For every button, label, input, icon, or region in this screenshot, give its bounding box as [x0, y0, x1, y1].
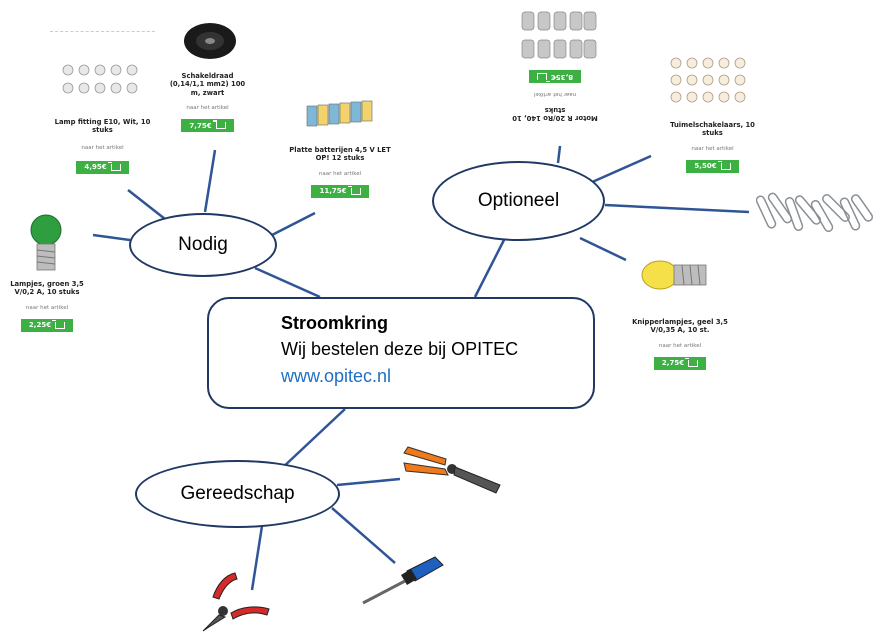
- product-name: Platte batterijen 4,5 V LET OP! 12 stuks: [289, 146, 391, 163]
- lamp-fitting-image: [62, 64, 138, 94]
- product-link[interactable]: naar het artikel: [25, 304, 69, 311]
- price-button[interactable]: 2,75€: [653, 356, 707, 370]
- price-button[interactable]: 5,50€: [686, 159, 739, 173]
- cart-icon: [52, 319, 66, 329]
- product-knipperlampjes: Knipperlampjes, geel 3,5 V/0,35 A, 10 st…: [625, 318, 735, 370]
- gereedschap-label: Gereedschap: [180, 483, 295, 504]
- yellow-bulb-image: [641, 260, 707, 290]
- price-button[interactable]: 7,75€: [181, 119, 234, 133]
- price-button[interactable]: 2,25€: [20, 318, 74, 332]
- cart-icon: [107, 161, 121, 171]
- line-gereedschap-kniptang: [250, 525, 264, 591]
- price-button[interactable]: 8,35€: [528, 70, 582, 83]
- optioneel-node: Optioneel: [432, 161, 605, 241]
- divider: [50, 31, 155, 32]
- price-value: 8,35€: [550, 72, 574, 81]
- motors-image: [521, 11, 597, 59]
- cart-icon: [347, 185, 361, 195]
- toggle-switches-image: [670, 57, 746, 103]
- line-gereedschap-schroevendraaier: [331, 507, 396, 564]
- center-subtitle: Wij bestelen deze bij OPITEC: [281, 339, 519, 359]
- cart-icon: [717, 160, 731, 170]
- line-center-optioneel: [473, 237, 507, 298]
- line-optioneel-motor: [556, 145, 562, 164]
- product-batterijen: Platte batterijen 4,5 V LET OP! 12 stuks…: [285, 146, 395, 198]
- nodig-node: Nodig: [129, 213, 277, 277]
- product-name: Lamp fitting E10, Wit, 10 stuks: [54, 118, 151, 135]
- line-nodig-fitting: [127, 189, 166, 220]
- price-value: 2,25€: [28, 321, 52, 330]
- product-link[interactable]: naar het artikel: [318, 170, 362, 177]
- product-name: Tuimelschakelaars, 10 stuks: [670, 121, 755, 138]
- line-nodig-batterijen: [271, 211, 316, 237]
- gereedschap-node: Gereedschap: [135, 460, 340, 528]
- product-name: Lampjes, groen 3,5 V/0,2 A, 10 stuks: [10, 280, 84, 297]
- center-node: Stroomkring Wij bestelen deze bij OPITEC…: [207, 297, 595, 409]
- wire-stripper-image: [403, 446, 501, 494]
- price-value: 7,75€: [189, 121, 212, 130]
- paperclips-image: [756, 192, 874, 233]
- product-link[interactable]: naar het artikel: [658, 342, 702, 349]
- price-value: 11,75€: [319, 187, 347, 196]
- product-name: Motor R 20/Ro 140, 10 stuks: [512, 105, 598, 122]
- product-link[interactable]: naar het artikel: [186, 105, 229, 112]
- center-url-link[interactable]: www.opitec.nl: [281, 366, 392, 386]
- product-link[interactable]: naar het artikel: [81, 144, 124, 151]
- cart-icon: [212, 120, 226, 130]
- line-optioneel-knipper: [579, 236, 627, 262]
- center-title: Stroomkring: [281, 313, 389, 333]
- line-nodig-lampjes: [92, 233, 131, 242]
- nodig-label: Nodig: [178, 234, 228, 255]
- wire-spool-image: [184, 23, 236, 59]
- product-link[interactable]: naar het artikel: [691, 145, 734, 152]
- line-center-nodig: [254, 266, 321, 299]
- price-value: 5,50€: [694, 162, 717, 171]
- product-tuimelschakelaars: Tuimelschakelaars, 10 stuks naar het art…: [665, 121, 760, 173]
- green-bulb-image: [30, 214, 62, 271]
- cart-icon: [685, 357, 699, 367]
- product-link[interactable]: naar het artikel: [533, 91, 577, 97]
- price-button[interactable]: 4,95€: [76, 160, 129, 174]
- line-center-gereedschap: [279, 408, 346, 471]
- screwdriver-image: [362, 556, 444, 605]
- line-gereedschap-striptang: [336, 477, 401, 487]
- product-schakeldraad: Schakeldraad (0,14/1,1 mm2) 100 m, zwart…: [165, 72, 250, 133]
- batteries-image: [306, 100, 373, 127]
- price-value: 2,75€: [661, 359, 685, 368]
- cart-icon: [536, 73, 547, 80]
- product-lamp-fitting: Lamp fitting E10, Wit, 10 stuks naar het…: [50, 118, 155, 174]
- optioneel-label: Optioneel: [477, 190, 560, 211]
- product-name: Knipperlampjes, geel 3,5 V/0,35 A, 10 st…: [632, 318, 728, 335]
- price-value: 4,95€: [84, 163, 107, 172]
- line-nodig-draad: [203, 149, 217, 213]
- product-name: Schakeldraad (0,14/1,1 mm2) 100 m, zwart: [169, 72, 246, 97]
- line-optioneel-clips: [604, 203, 750, 214]
- line-optioneel-schakelaars: [589, 154, 652, 185]
- side-cutter-image: [202, 572, 270, 632]
- product-lampjes-groen: Lampjes, groen 3,5 V/0,2 A, 10 stuks naa…: [2, 280, 92, 332]
- product-motor: Motor R 20/Ro 140, 10 stuks naar het art…: [505, 70, 605, 122]
- price-button[interactable]: 11,75€: [311, 184, 369, 198]
